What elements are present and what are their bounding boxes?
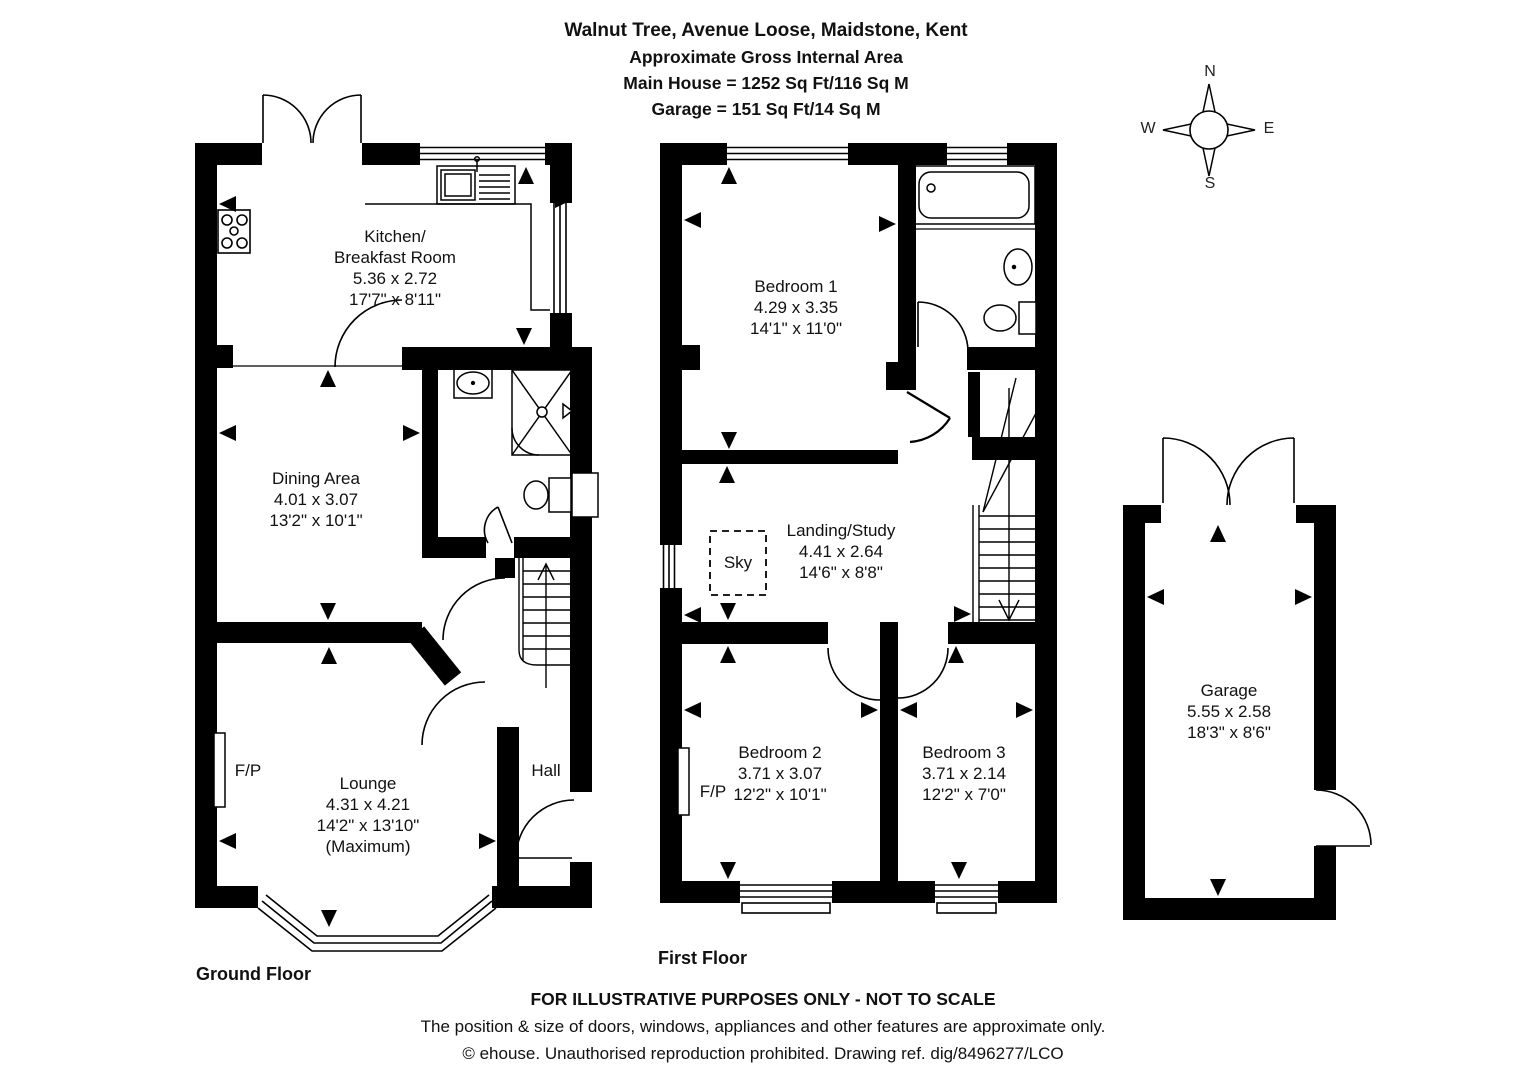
lounge-name: Lounge — [339, 774, 397, 793]
garage-area: Garage = 151 Sq Ft/14 Sq M — [651, 99, 881, 119]
room-label-bedroom2: Bedroom 2 3.71 x 3.07 12'2" x 10'1" — [733, 742, 826, 805]
skylight-outline — [709, 530, 767, 596]
room-label-dining: Dining Area 4.01 x 3.07 13'2" x 10'1" — [269, 468, 362, 531]
garage-dims-ft: 18'3" x 8'6" — [1187, 723, 1271, 742]
bay-window — [257, 894, 497, 952]
bedroom3-dims-ft: 12'2" x 7'0" — [922, 785, 1006, 804]
lounge-dims-m: 4.31 x 4.21 — [325, 795, 411, 814]
fireplace-label-first: F/P — [699, 782, 727, 801]
kitchen-dims-ft: 17'7" x 8'11" — [349, 290, 441, 309]
garage-name: Garage — [1200, 681, 1258, 700]
bedroom1-dims-ft: 14'1" x 11'0" — [750, 319, 842, 338]
garage-doors — [1162, 437, 1372, 847]
kitchen-name-2: Breakfast Room — [334, 248, 456, 267]
compass-rose-icon — [1162, 83, 1256, 177]
ground-floor-label: Ground Floor — [196, 964, 311, 984]
dining-name: Dining Area — [272, 469, 360, 488]
room-label-bedroom3: Bedroom 3 3.71 x 2.14 12'2" x 7'0" — [922, 742, 1006, 805]
shower-room-toilet — [523, 477, 572, 513]
landing-name: Landing/Study — [786, 521, 896, 540]
room-label-landing: Landing/Study 4.41 x 2.64 14'6" x 8'8" — [787, 520, 896, 583]
bedroom1-name: Bedroom 1 — [754, 277, 838, 296]
room-label-lounge: Lounge 4.31 x 4.21 14'2" x 13'10" (Maxim… — [317, 773, 420, 857]
garage-dims-m: 5.55 x 2.58 — [1186, 702, 1272, 721]
fireplace-lounge — [213, 732, 226, 808]
first-floor-doors — [827, 301, 969, 701]
footer-copyright: © ehouse. Unauthorised reproduction proh… — [462, 1044, 1064, 1063]
plan-title: Walnut Tree, Avenue Loose, Maidstone, Ke… — [564, 20, 968, 41]
main-house-area: Main House = 1252 Sq Ft/116 Sq M — [623, 73, 909, 93]
bedroom2-dims-m: 3.71 x 3.07 — [737, 764, 823, 783]
room-label-kitchen: Kitchen/ Breakfast Room 5.36 x 2.72 17'7… — [334, 226, 456, 310]
bedroom3-dims-m: 3.71 x 2.14 — [921, 764, 1007, 783]
bath — [912, 165, 1036, 230]
kitchen-dims-m: 5.36 x 2.72 — [352, 269, 438, 288]
landing-dims-ft: 14'6" x 8'8" — [799, 563, 883, 582]
compass-west-label: W — [1140, 120, 1156, 137]
bedroom2-name: Bedroom 2 — [738, 743, 822, 762]
skylight-label: Sky — [723, 553, 753, 572]
lounge-note: (Maximum) — [325, 837, 411, 856]
bedroom1-dims-m: 4.29 x 3.35 — [753, 298, 839, 317]
fireplace-bedroom2 — [677, 747, 690, 816]
bathroom-toilet — [983, 301, 1037, 335]
room-label-bedroom1: Bedroom 1 4.29 x 3.35 14'1" x 11'0" — [750, 276, 842, 339]
compass-south-label: S — [1204, 175, 1216, 192]
shower-room-basin — [453, 367, 493, 399]
landing-dims-m: 4.41 x 2.64 — [798, 542, 884, 561]
lounge-dims-ft: 14'2" x 13'10" — [316, 816, 420, 835]
measurement-arrows — [219, 167, 1312, 927]
plan-subtitle: Approximate Gross Internal Area — [629, 47, 903, 67]
shower-enclosure — [511, 369, 574, 456]
stairs-up — [518, 558, 570, 688]
bedroom2-dims-ft: 12'2" x 10'1" — [733, 785, 827, 804]
compass-east-label: E — [1263, 120, 1275, 137]
bedroom3-name: Bedroom 3 — [922, 743, 1006, 762]
kitchen-sink — [436, 155, 516, 205]
ground-floor-doors — [233, 94, 575, 859]
hob — [217, 209, 251, 254]
first-floor-label: First Floor — [658, 948, 747, 968]
compass-north-label: N — [1204, 63, 1216, 80]
fireplace-label-ground: F/P — [234, 761, 262, 780]
kitchen-name-1: Kitchen/ — [364, 227, 426, 246]
external-cistern-box — [571, 472, 599, 518]
dining-dims-m: 4.01 x 3.07 — [273, 490, 359, 509]
room-label-hall: Hall — [531, 761, 561, 780]
dining-dims-ft: 13'2" x 10'1" — [269, 511, 363, 530]
garage-walls — [1123, 505, 1336, 920]
kitchen-counter — [365, 203, 550, 311]
bathroom-basin — [1003, 248, 1033, 286]
footer-disclaimer-2: The position & size of doors, windows, a… — [420, 1017, 1106, 1036]
stairs-down — [972, 377, 1043, 641]
footer-disclaimer-1: FOR ILLUSTRATIVE PURPOSES ONLY - NOT TO … — [530, 989, 996, 1009]
room-label-garage: Garage 5.55 x 2.58 18'3" x 8'6" — [1187, 680, 1271, 743]
first-floor-walls — [660, 143, 1057, 903]
windows — [420, 146, 1007, 914]
